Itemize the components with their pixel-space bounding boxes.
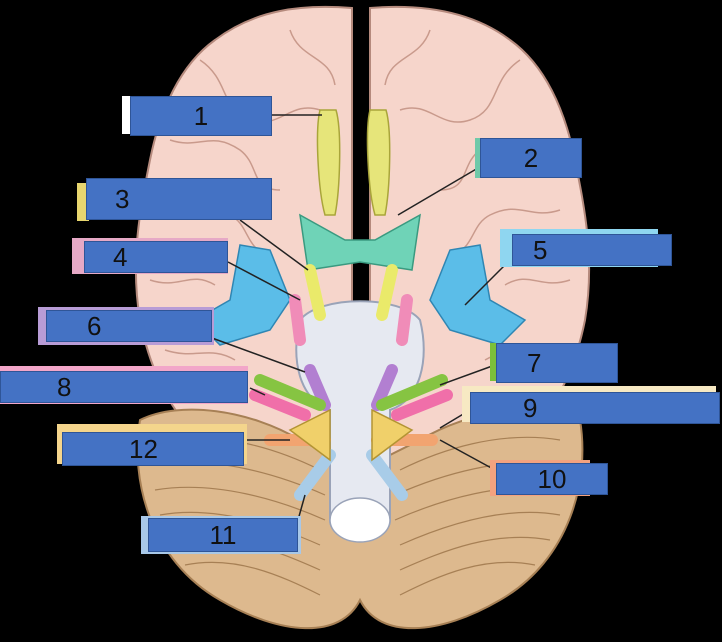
- leader-lines: [211, 114, 506, 521]
- label-4-box[interactable]: 4: [84, 241, 228, 273]
- label-8-box[interactable]: 8: [0, 371, 248, 403]
- blood-vessels: [193, 244, 527, 346]
- label-1-box[interactable]: 1: [130, 96, 272, 136]
- label-10-box[interactable]: 10: [496, 463, 608, 495]
- label-9-box[interactable]: 9: [470, 392, 720, 424]
- label-3-box[interactable]: 3: [86, 178, 272, 220]
- label-2-tab: [475, 138, 483, 178]
- label-2-box[interactable]: 2: [480, 138, 582, 178]
- label-6-box[interactable]: 6: [46, 310, 212, 342]
- label-11-box[interactable]: 11: [148, 518, 298, 552]
- label-5-box[interactable]: 5: [512, 234, 672, 266]
- label-12-box[interactable]: 12: [62, 432, 244, 466]
- trigeminal-ganglia: [288, 408, 414, 462]
- label-7-box[interactable]: 7: [496, 343, 618, 383]
- label-7-tab: [490, 343, 500, 381]
- optic-chiasm: [299, 213, 421, 271]
- olfactory-tracts: [316, 109, 391, 216]
